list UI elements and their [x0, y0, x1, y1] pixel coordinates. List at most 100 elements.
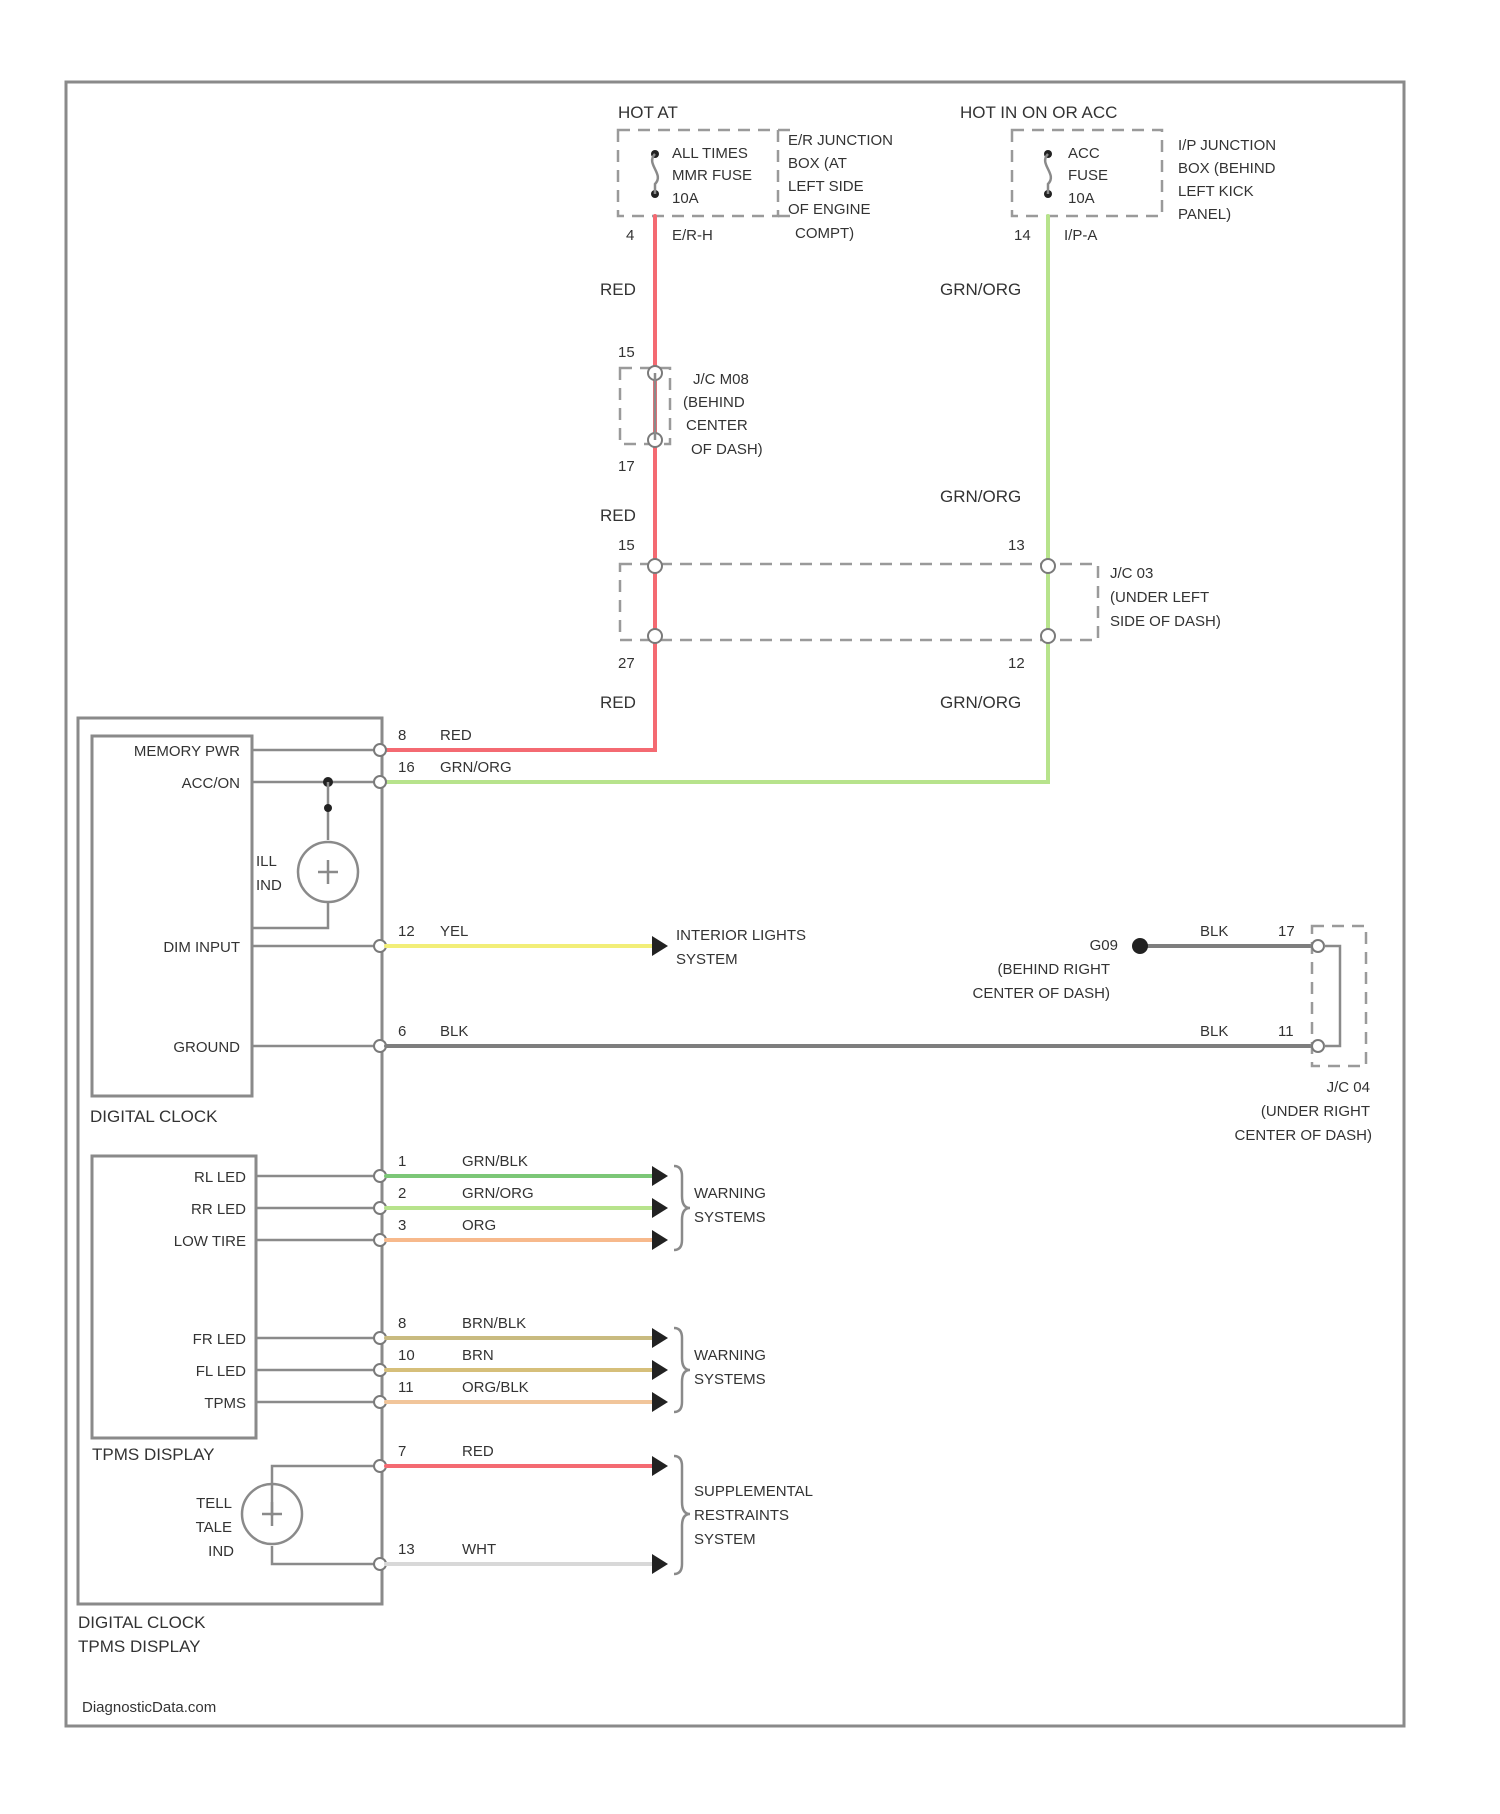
- srs-top-wire: RED: [462, 1443, 494, 1460]
- illum-line-1: ILL: [256, 853, 277, 870]
- telltale-bulb-filament: [262, 1502, 282, 1526]
- telltale-line-3: IND: [208, 1543, 234, 1560]
- srs-arrow-bottom: [652, 1554, 668, 1574]
- clock-pin-dim-wire: YEL: [440, 923, 468, 940]
- digital-clock-label: DIGITAL CLOCK: [90, 1107, 218, 1126]
- hot-in-label: HOT IN ON OR ACC: [960, 103, 1117, 122]
- panel-junction-line-4: PANEL): [1178, 206, 1231, 223]
- warning-systems-2-line-1: WARNING: [694, 1347, 766, 1364]
- tpms-g1-pin-2: 2: [398, 1185, 406, 1202]
- jc-m08-box: [620, 368, 670, 444]
- tpms-pin-fl-led: FL LED: [196, 1363, 246, 1380]
- red-wire-label-top: RED: [600, 280, 636, 299]
- tpms-g2-wire-2: BRN: [462, 1347, 494, 1364]
- red-wire-label-low: RED: [600, 693, 636, 712]
- warning-brace-1: [674, 1166, 690, 1250]
- warning-arrow-5: [652, 1360, 668, 1380]
- jc-m08-line-1: J/C M08: [693, 371, 749, 388]
- engine-junction-line-1: E/R JUNCTION: [788, 132, 893, 149]
- warning-systems-1-line-2: SYSTEMS: [694, 1209, 766, 1226]
- srs-line-1: SUPPLEMENTAL: [694, 1483, 813, 1500]
- clock-pin-acc-wire: GRN/ORG: [440, 759, 512, 776]
- org-source-pin-code: I/P-A: [1064, 227, 1097, 244]
- srs-bottom-pin: 13: [398, 1541, 415, 1558]
- interior-lights-arrow: [652, 936, 668, 956]
- jc-03-pin-org-bottom: [1041, 629, 1055, 643]
- clock-pin-ground-wire: BLK: [440, 1023, 468, 1040]
- tpms-pin-low-tire: LOW TIRE: [174, 1233, 246, 1250]
- clock-pin-memory-wire: RED: [440, 727, 472, 744]
- srs-bottom-wire: WHT: [462, 1541, 496, 1558]
- fuse-symbol: [652, 154, 658, 194]
- clock-pin-ground-number: 6: [398, 1023, 406, 1040]
- all-times-line-3: 10A: [672, 190, 699, 207]
- footer-watermark: DiagnosticData.com: [82, 1699, 216, 1716]
- srs-line-2: RESTRAINTS: [694, 1507, 789, 1524]
- tpms-pin-rr-led: RR LED: [191, 1201, 246, 1218]
- grnorg-wire-label-top: GRN/ORG: [940, 280, 1021, 299]
- warning-arrow-4: [652, 1328, 668, 1348]
- tpms-g2-pin-2: 10: [398, 1347, 415, 1364]
- g09-line-1: G09: [1090, 937, 1118, 954]
- srs-line-3: SYSTEM: [694, 1531, 756, 1548]
- all-times-line-2: MMR FUSE: [672, 167, 752, 184]
- jc-04-pin-bottom: [1312, 1040, 1324, 1052]
- clock-conn-pin-acc: [374, 776, 386, 788]
- tpms-g2-wire-1: BRN/BLK: [462, 1315, 526, 1332]
- illum-line-2: IND: [256, 877, 282, 894]
- jc-03-pin-red-bottom-number: 27: [618, 655, 635, 672]
- module-outer-box: [78, 718, 382, 1604]
- org-source-pin-number: 14: [1014, 227, 1031, 244]
- diagram-frame: [66, 82, 1404, 1726]
- srs-arrow-top: [652, 1456, 668, 1476]
- ground-wire-bottom-label: BLK: [1200, 1023, 1228, 1040]
- red-source-pin-number: 4: [626, 227, 634, 244]
- tpms-g2-pin-3: 11: [398, 1379, 414, 1396]
- panel-junction-line-3: LEFT KICK: [1178, 183, 1254, 200]
- illum-dot-2: [324, 804, 332, 812]
- jc-03-pin-red-top-number: 15: [618, 537, 635, 554]
- illum-bulb-filament: [318, 860, 338, 884]
- tpms-pin-tpms: TPMS: [204, 1395, 246, 1412]
- red-source-pin-code: E/R-H: [672, 227, 713, 244]
- g09-ground-dot: [1132, 938, 1148, 954]
- jc-m08-line-4: OF DASH): [691, 441, 763, 458]
- module-label-line-2: TPMS DISPLAY: [78, 1637, 201, 1656]
- warning-arrow-6: [652, 1392, 668, 1412]
- illum-return: [252, 902, 328, 928]
- ground-pin-top-number: 17: [1278, 923, 1295, 940]
- warning-arrow-2: [652, 1198, 668, 1218]
- tpms-pin-fr-led: FR LED: [193, 1331, 247, 1348]
- interior-lights-line-2: SYSTEM: [676, 951, 738, 968]
- jc-04-line-2: (UNDER RIGHT: [1261, 1103, 1370, 1120]
- jc-03-pin-red-bottom: [648, 629, 662, 643]
- engine-junction-line-5: COMPT): [795, 225, 854, 242]
- engine-junction-line-4: OF ENGINE: [788, 201, 871, 218]
- jc-04-line-3: CENTER OF DASH): [1234, 1127, 1372, 1144]
- engine-junction-line-3: LEFT SIDE: [788, 178, 864, 195]
- acc-line-2: FUSE: [1068, 167, 1108, 184]
- jc-03-pin-org-top-number: 13: [1008, 537, 1025, 554]
- jc-03-pin-org-bottom-number: 12: [1008, 655, 1025, 672]
- jc-03-line-2: (UNDER LEFT: [1110, 589, 1209, 606]
- tpms-g2-pin-1: 8: [398, 1315, 406, 1332]
- red-wire-label-mid: RED: [600, 506, 636, 525]
- tpms-pin-rl-led: RL LED: [194, 1169, 246, 1186]
- tpms-g1-wire-3: ORG: [462, 1217, 496, 1234]
- clock-pin-acc-on: ACC/ON: [182, 775, 240, 792]
- warning-systems-1-line-1: WARNING: [694, 1185, 766, 1202]
- clock-pin-memory-number: 8: [398, 727, 406, 744]
- srs-top-pin: 7: [398, 1443, 406, 1460]
- telltale-line-1: TELL: [196, 1495, 232, 1512]
- g09-line-3: CENTER OF DASH): [972, 985, 1110, 1002]
- warning-brace-2: [674, 1328, 690, 1412]
- grnorg-wire-label-low: GRN/ORG: [940, 693, 1021, 712]
- clock-pin-dim-number: 12: [398, 923, 415, 940]
- jc-03-line-3: SIDE OF DASH): [1110, 613, 1221, 630]
- panel-junction-line-2: BOX (BEHIND: [1178, 160, 1276, 177]
- engine-junction-line-2: BOX (AT: [788, 155, 847, 172]
- tpms-g1-pin-1: 1: [398, 1153, 406, 1170]
- acc-line-1: ACC: [1068, 145, 1100, 162]
- jc-04-line-1: J/C 04: [1327, 1079, 1370, 1096]
